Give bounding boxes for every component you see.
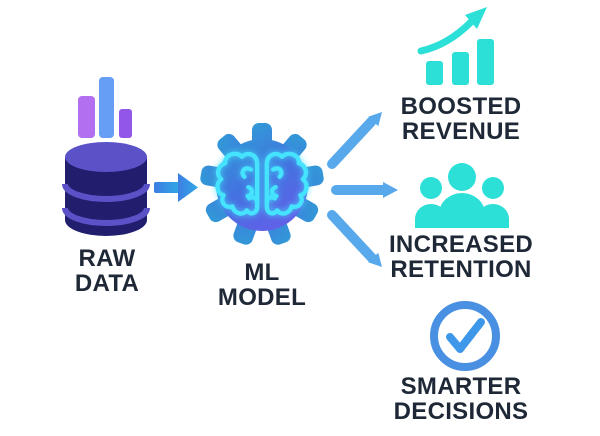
ml-model-line2: MODEL [217, 284, 307, 311]
increased-retention-line2: RETENTION [390, 256, 532, 283]
growth-chart-icon [417, 7, 494, 85]
boosted-revenue-label: BOOSTED REVENUE [386, 94, 536, 144]
increased-retention-line1: INCREASED [388, 231, 534, 258]
fan-arrow-right-icon [331, 182, 398, 198]
ml-model-icon [200, 123, 324, 245]
fan-arrow-up-icon [327, 112, 382, 169]
bar-chart-icon [78, 77, 132, 138]
fan-arrows [327, 112, 398, 267]
raw-data-line1: RAW [78, 245, 136, 272]
raw-data-label: RAW DATA [42, 246, 172, 296]
database-icon [62, 142, 150, 236]
fan-arrow-down-icon [327, 210, 382, 267]
smarter-decisions-label: SMARTER DECISIONS [386, 374, 536, 424]
flow-arrow-icon [154, 173, 198, 202]
checkmark-circle-icon [430, 301, 500, 371]
increased-retention-label: INCREASED RETENTION [386, 232, 536, 282]
boosted-revenue-line2: REVENUE [401, 118, 521, 145]
brain-icon [218, 154, 309, 214]
ml-model-label: ML MODEL [202, 260, 322, 310]
smarter-decisions-line1: SMARTER [400, 373, 522, 400]
boosted-revenue-line1: BOOSTED [400, 93, 522, 120]
ml-model-line1: ML [244, 259, 280, 286]
raw-data-line2: DATA [74, 270, 140, 297]
smarter-decisions-line2: DECISIONS [393, 398, 529, 425]
people-group-icon [415, 163, 509, 228]
